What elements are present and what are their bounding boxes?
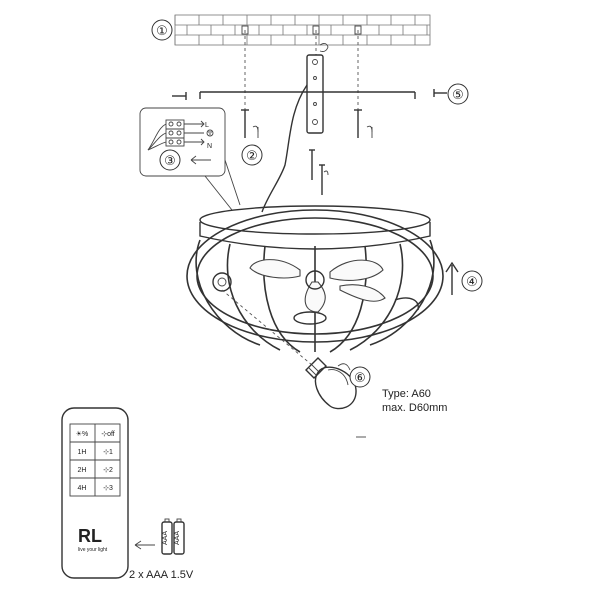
step-2-badge xyxy=(241,144,263,166)
remote-row2-left: 1H xyxy=(78,449,87,456)
remote-control: ☀% ⊹off 1H ⊹1 2H ⊹2 4H ⊹3 RL live your l… xyxy=(61,407,129,579)
terminal-l-label: L xyxy=(205,122,209,129)
remote-row3-right: ⊹2 xyxy=(103,467,113,474)
remote-row1-right: ⊹off xyxy=(101,431,115,438)
step-2-number: ② xyxy=(246,148,258,163)
brand-tagline: live your light xyxy=(78,547,108,553)
ground-symbol-icon xyxy=(206,129,214,137)
arrow-left-icon xyxy=(190,155,211,165)
brand-logo: RL xyxy=(78,526,102,546)
screw-icon xyxy=(172,89,447,100)
arrow-up-icon xyxy=(445,261,459,295)
bulb-size-label: max. D60mm xyxy=(382,402,447,414)
remote-row1-left: ☀% xyxy=(76,430,89,438)
step-2-screws xyxy=(241,109,373,138)
wiring-inset: L N xyxy=(139,107,241,211)
remote-row3-left: 2H xyxy=(78,467,87,474)
battery-cell-1-label: AAA xyxy=(162,531,169,545)
hook-icon xyxy=(319,42,329,52)
fan-body xyxy=(186,205,444,353)
step-4-number: ④ xyxy=(466,274,478,289)
ceiling-brick-icon xyxy=(174,14,431,46)
step-3-number: ③ xyxy=(164,153,176,168)
remote-row4-left: 4H xyxy=(78,485,87,492)
hanger-screws xyxy=(309,149,329,195)
battery-caption: 2 x AAA 1.5V xyxy=(129,569,194,581)
remote-row2-right: ⊹1 xyxy=(103,449,113,456)
battery-icon: AAA AAA xyxy=(161,518,185,555)
bulb-type-label: Type: A60 xyxy=(382,388,431,400)
step-5-number: ⑤ xyxy=(452,87,464,102)
arrow-left-icon xyxy=(134,540,155,550)
step-5-badge xyxy=(447,83,469,105)
remote-row4-right: ⊹3 xyxy=(103,485,113,492)
step-4-badge xyxy=(461,270,483,292)
power-cable xyxy=(261,84,308,213)
mounting-bracket xyxy=(199,54,416,134)
step-1-badge xyxy=(151,19,173,41)
terminal-n-label: N xyxy=(207,143,212,150)
ceiling-anchors xyxy=(241,25,362,120)
battery-cell-2-label: AAA xyxy=(174,531,181,545)
step-6-badge xyxy=(349,366,371,388)
step-6-number: ⑥ xyxy=(354,370,366,385)
bulb-icon xyxy=(305,357,357,410)
step-3-badge xyxy=(159,149,181,171)
step-1-number: ① xyxy=(156,23,168,38)
